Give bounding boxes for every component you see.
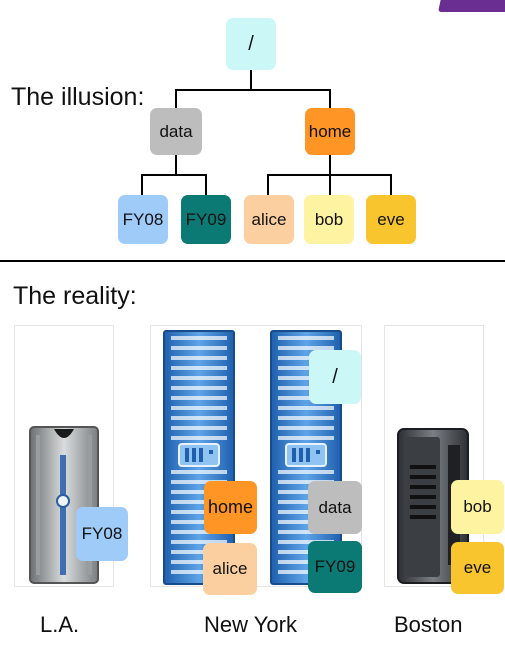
reality-label: The reality: [13, 282, 137, 310]
tree-eve-node: eve [366, 195, 416, 244]
newyork-fy09-node: FY09 [308, 541, 362, 593]
boston-server-icon [397, 428, 469, 584]
la-location-label: L.A. [40, 612, 80, 637]
newyork-home-node: home [204, 481, 257, 534]
illusion-label: The illusion: [11, 83, 145, 111]
tree-root-node: / [226, 18, 276, 70]
newyork-location-label: New York [204, 612, 297, 637]
section-divider [0, 260, 505, 262]
tree-connectors [141, 70, 392, 195]
newyork-alice-node: alice [203, 543, 257, 595]
la-fy08-node: FY08 [76, 507, 128, 561]
boston-eve-node: eve [451, 542, 504, 594]
boston-bob-node: bob [451, 480, 504, 534]
tree-home-node: home [305, 108, 355, 155]
tree-fy08-node: FY08 [118, 195, 168, 244]
newyork-root-node: / [309, 350, 361, 404]
tree-fy09-node: FY09 [181, 195, 231, 244]
tree-data-node: data [150, 108, 202, 155]
newyork-data-node: data [308, 481, 362, 534]
tree-bob-node: bob [304, 195, 354, 244]
tree-alice-node: alice [244, 195, 294, 244]
la-server-icon [29, 426, 99, 584]
boston-location-label: Boston [394, 612, 463, 637]
